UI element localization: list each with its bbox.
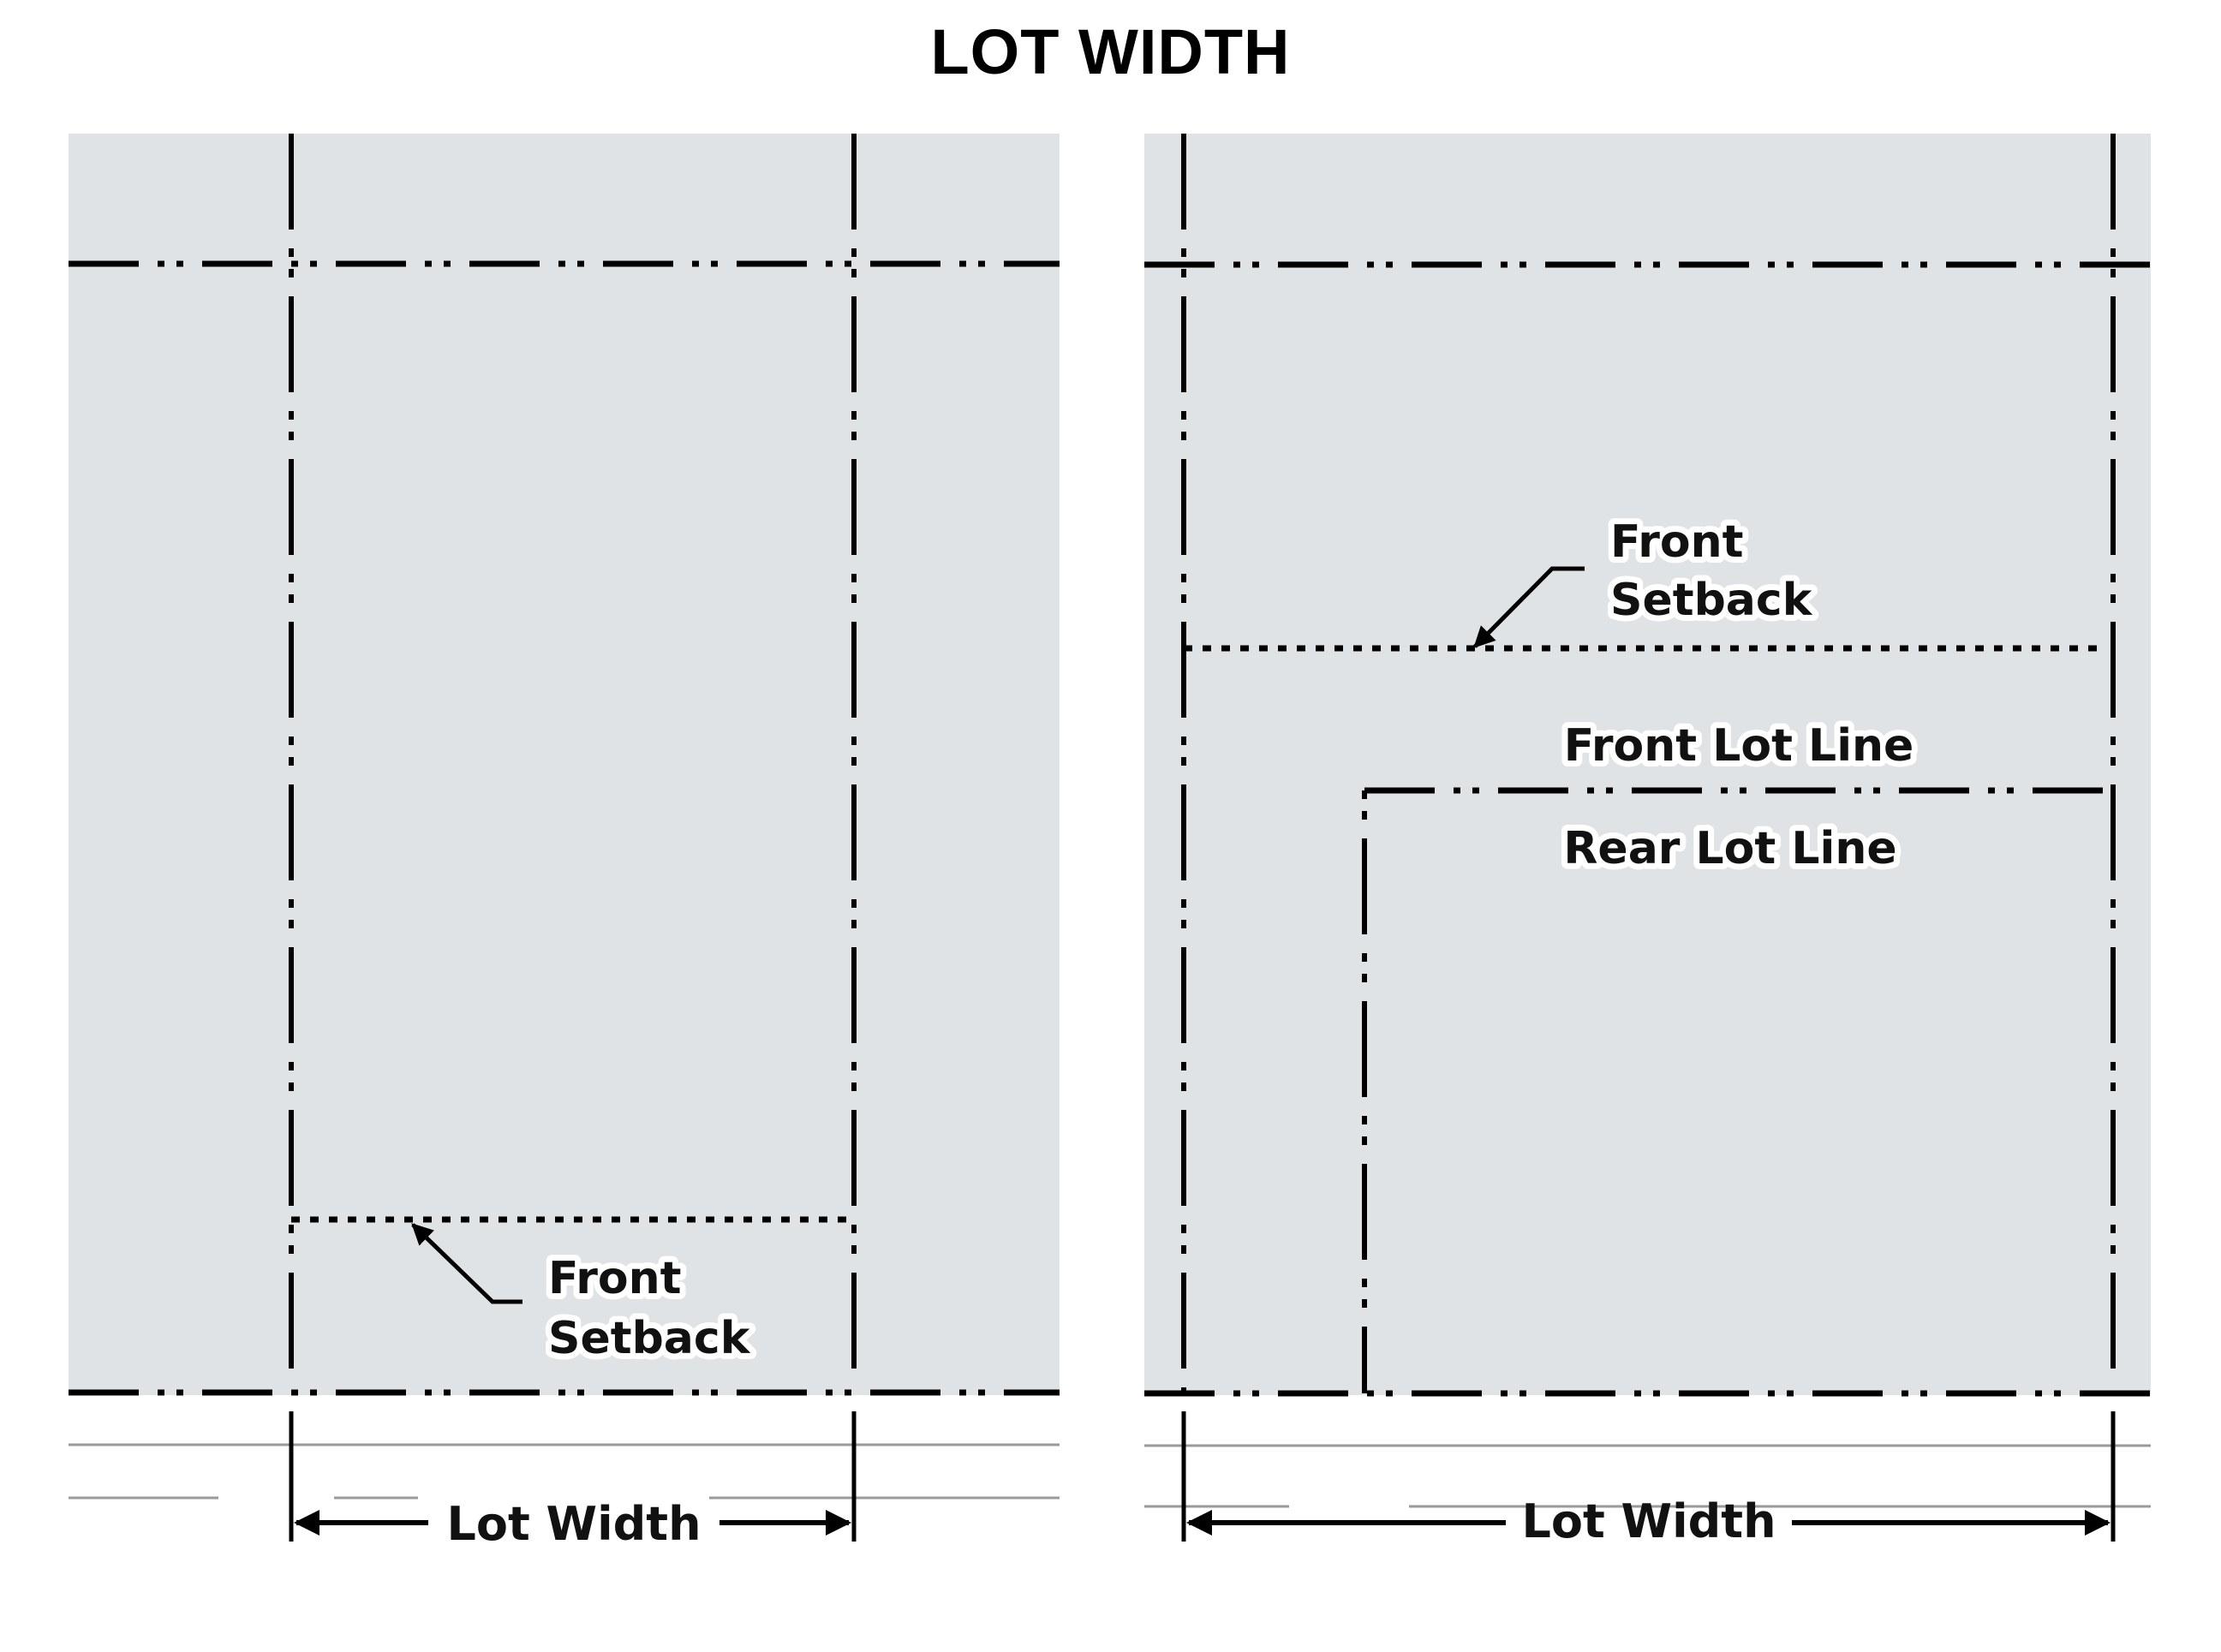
- setback-label-line2: Setback: [1610, 575, 1813, 626]
- rear-lot-line-label: Rear Lot Line: [1563, 823, 1896, 874]
- setback-label-line1: Front: [1610, 516, 1743, 568]
- setback-leader-arrow: [411, 1223, 522, 1304]
- diagram-title: LOT WIDTH: [930, 16, 1291, 87]
- setback-label-line2: Setback: [548, 1313, 751, 1364]
- interior-lot-diagram: Front Setback Lot Width: [69, 134, 1060, 1551]
- lot-area: [1144, 134, 2151, 1395]
- flag-lot-diagram: Front Setback Front Lot Line Rear Lot Li…: [1144, 134, 2151, 1548]
- setback-leader-arrow: [1473, 566, 1585, 648]
- setback-label-line1: Front: [548, 1253, 681, 1304]
- lot-area: [69, 134, 1060, 1395]
- lot-width-label: Lot Width: [446, 1497, 701, 1551]
- front-lot-line-label: Front Lot Line: [1564, 720, 1914, 772]
- lot-width-label: Lot Width: [1521, 1494, 1776, 1548]
